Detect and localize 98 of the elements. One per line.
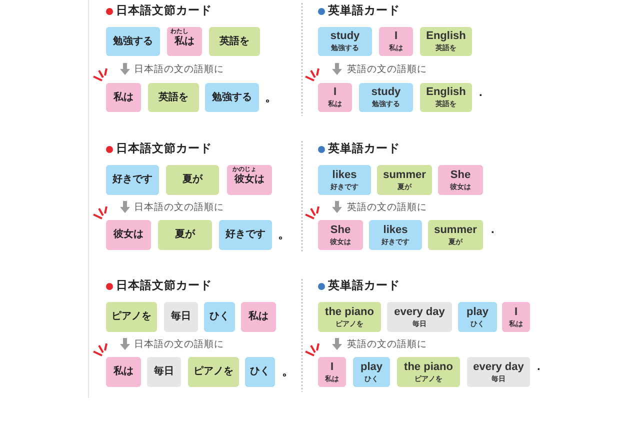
card-word: summer	[434, 224, 477, 236]
word-card	[438, 165, 483, 195]
section-heading: 英単語カード	[328, 142, 400, 157]
card-word: English	[426, 86, 466, 98]
card-word: play	[360, 360, 382, 372]
word-card	[318, 220, 363, 250]
card-word: the piano	[325, 306, 374, 318]
order-note: 英語の文の語順に	[347, 339, 427, 351]
card-word: study	[371, 86, 401, 98]
word-card	[379, 27, 413, 56]
word-card	[458, 302, 497, 332]
card-text: 毎日	[154, 366, 174, 378]
card-text: 夏が	[182, 174, 202, 186]
card-text: ひく	[210, 311, 230, 323]
word-card	[106, 220, 151, 250]
section-heading: 英単語カード	[328, 4, 400, 19]
word-card	[377, 165, 432, 195]
card-word: I	[330, 360, 334, 372]
card-word: every day	[473, 360, 524, 372]
word-card	[318, 357, 346, 387]
card-text: 私は	[174, 36, 194, 48]
section-heading: 英単語カード	[328, 279, 400, 294]
word-card	[106, 165, 159, 195]
word-card	[318, 302, 381, 332]
word-card	[245, 357, 275, 387]
word-card	[147, 357, 181, 387]
word-card	[369, 220, 422, 250]
sentence-period: .	[491, 222, 494, 236]
word-card	[164, 302, 198, 332]
card-word: the piano	[404, 360, 453, 372]
word-card	[353, 357, 390, 387]
word-card	[167, 27, 202, 56]
card-word: likes	[332, 168, 357, 180]
word-card	[106, 302, 157, 332]
word-card	[428, 220, 483, 250]
card-text: 私は	[114, 92, 134, 104]
card-word: I	[514, 306, 518, 318]
word-card	[205, 83, 259, 112]
word-card	[204, 302, 235, 332]
card-text: 私は	[114, 366, 134, 378]
card-text: 英語を	[158, 92, 188, 104]
sentence-period: 。	[278, 227, 290, 241]
order-note: 日本語の文の語順に	[134, 339, 224, 351]
card-text: ピアノを	[194, 366, 234, 378]
sentence-period: 。	[265, 90, 277, 104]
card-text: 英語を	[220, 36, 250, 48]
card-word: study	[330, 30, 360, 42]
card-text: 勉強する	[212, 92, 252, 104]
card-word: play	[466, 306, 488, 318]
card-text: 好きです	[112, 174, 152, 186]
word-card	[241, 302, 276, 332]
word-card	[106, 27, 160, 56]
order-note: 日本語の文の語順に	[134, 64, 224, 76]
word-card	[318, 27, 372, 56]
word-card	[359, 83, 413, 112]
card-word: She	[330, 224, 351, 236]
sentence-period: .	[537, 359, 540, 373]
card-word: every day	[394, 306, 445, 318]
word-card	[318, 165, 371, 195]
section-heading: 日本語文節カード	[116, 4, 212, 19]
word-card	[148, 83, 199, 112]
word-card	[387, 302, 452, 332]
word-card	[158, 220, 212, 250]
sentence-period: .	[479, 85, 482, 99]
card-text: 夏が	[175, 229, 195, 241]
card-word: She	[450, 168, 471, 180]
word-card	[106, 357, 141, 387]
word-card	[188, 357, 239, 387]
card-word: likes	[383, 224, 408, 236]
word-card	[318, 83, 352, 112]
card-word: I	[394, 30, 398, 42]
card-word: summer	[383, 168, 426, 180]
card-text: 勉強する	[113, 36, 153, 48]
order-note: 英語の文の語順に	[347, 64, 427, 76]
sentence-period: 。	[282, 364, 294, 378]
card-text: 好きです	[226, 229, 266, 241]
word-card	[420, 83, 472, 112]
section-heading: 日本語文節カード	[116, 142, 212, 157]
order-note: 英語の文の語順に	[347, 202, 427, 214]
card-text: 私は	[248, 311, 268, 323]
word-card	[166, 165, 219, 195]
card-word: English	[426, 30, 466, 42]
word-card	[106, 83, 141, 112]
word-card	[209, 27, 260, 56]
card-word: I	[333, 86, 337, 98]
card-text: 彼女は	[234, 174, 264, 186]
word-card	[502, 302, 530, 332]
word-card	[420, 27, 472, 56]
word-card	[397, 357, 460, 387]
card-text: 毎日	[171, 311, 191, 323]
section-heading: 日本語文節カード	[116, 279, 212, 294]
word-card	[467, 357, 530, 387]
order-note: 日本語の文の語順に	[134, 202, 224, 214]
card-text: ピアノを	[112, 311, 152, 323]
word-card	[227, 165, 272, 195]
card-text: 彼女は	[114, 229, 144, 241]
card-text: ひく	[250, 366, 270, 378]
word-card	[219, 220, 272, 250]
